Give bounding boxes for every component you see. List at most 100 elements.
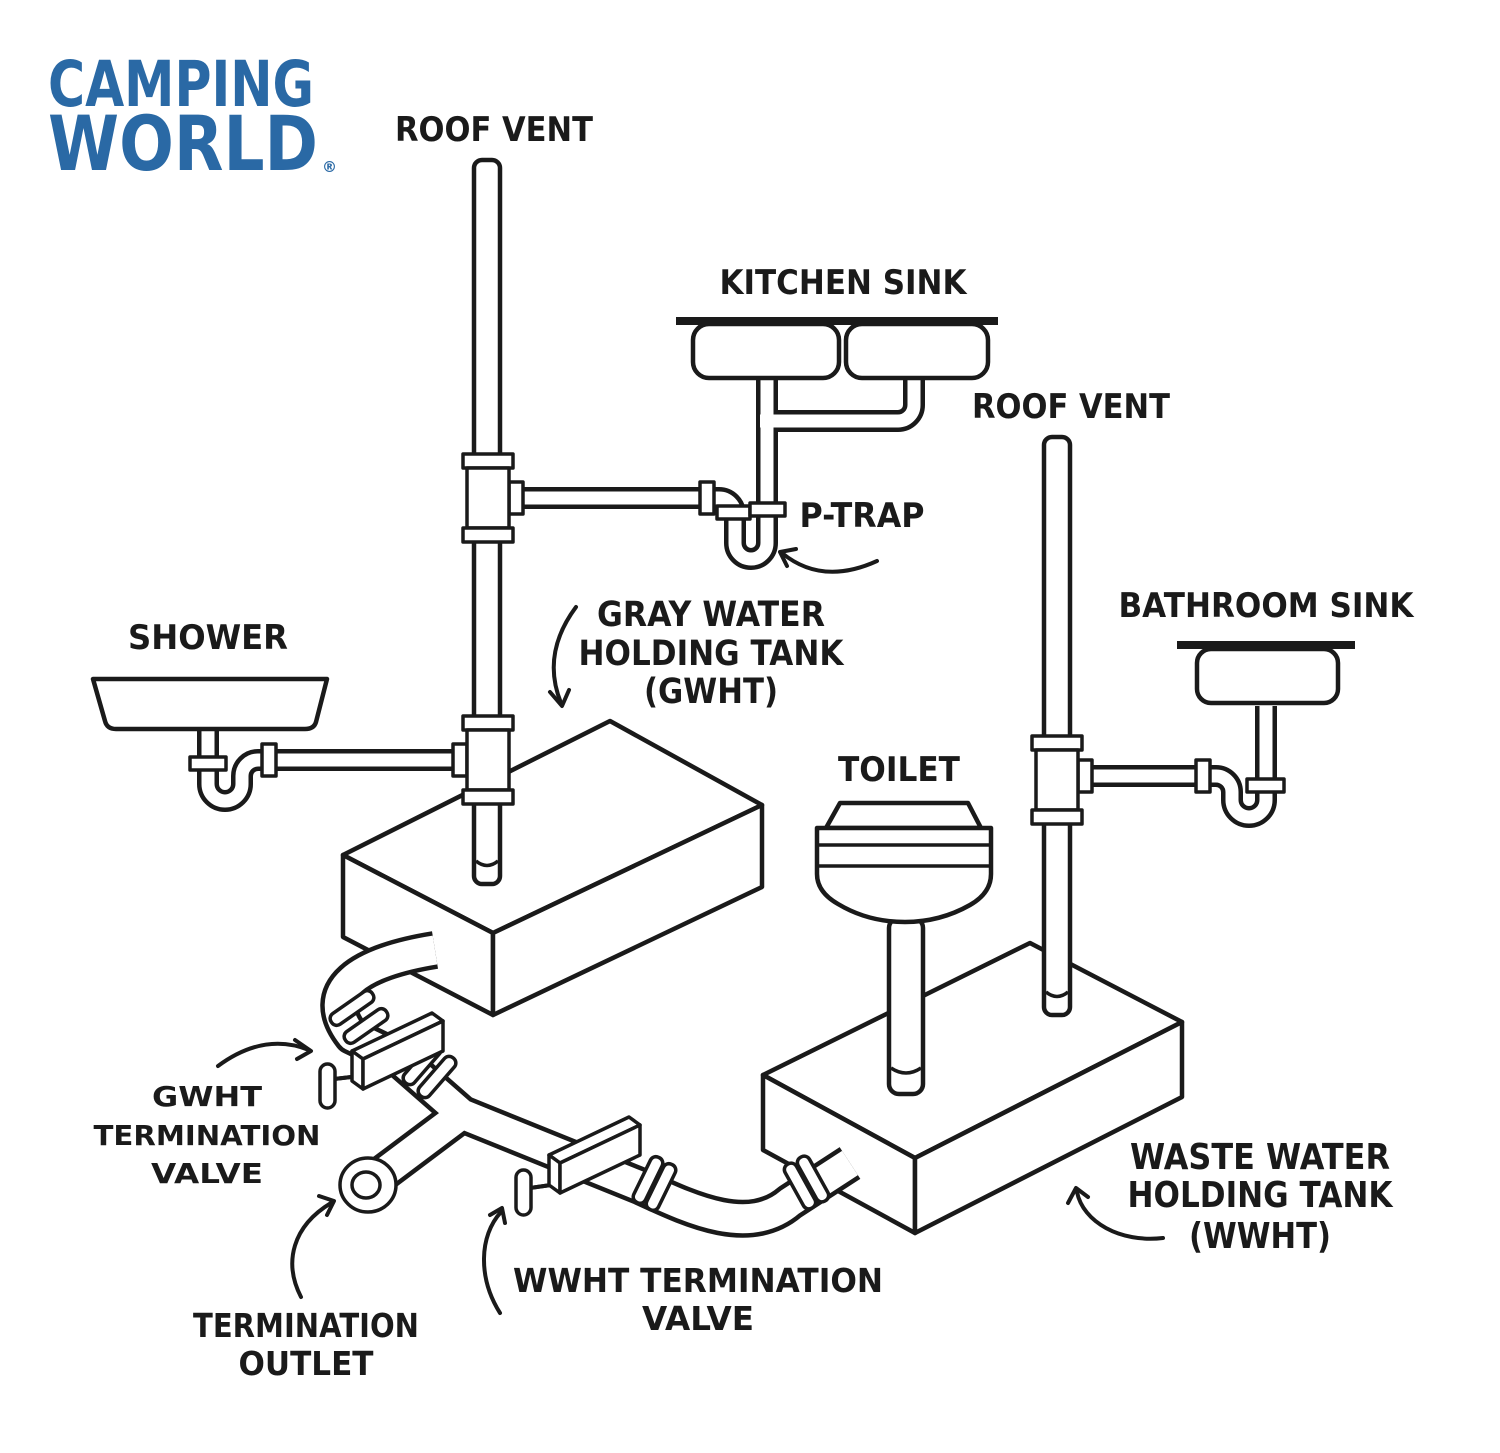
right-roof-vent-pipe	[1041, 434, 1073, 1018]
wwht-front-face	[912, 1019, 1185, 1236]
left-vent-cap-seam	[474, 859, 500, 868]
gwht-valve-arrow	[216, 1041, 311, 1068]
shower-trap-nut	[188, 755, 228, 772]
logo-line1: CAMPING	[48, 48, 314, 121]
hub-ring	[644, 1161, 678, 1213]
tee-body	[465, 466, 511, 530]
bathroom-bowl	[1194, 646, 1341, 706]
outlet-bell-bore	[350, 1170, 382, 1200]
gwht-front-face	[490, 802, 765, 1018]
label-wwht-line3: (WWHT)	[1189, 1216, 1331, 1257]
bathroom-sink	[1177, 641, 1355, 706]
right-vent-tee	[1030, 734, 1094, 826]
label-roof-vent-left: ROOF VENT	[395, 110, 594, 150]
shower-drain-assembly	[188, 726, 470, 812]
left-vent-lower-tee	[451, 714, 515, 806]
right-vent-cap-seam	[1044, 990, 1070, 999]
bathroom-trap-nut	[1245, 777, 1286, 794]
label-wwht-line1: WASTE WATER	[1130, 1137, 1390, 1178]
label-p-trap: P-TRAP	[800, 496, 925, 536]
kitchen-ptrap	[509, 491, 774, 566]
wwht-valve-arrow	[482, 1210, 503, 1315]
callout-arrows	[216, 547, 1165, 1315]
valve-handle	[318, 1062, 337, 1110]
gray-water-holding-tank	[340, 718, 765, 1018]
tee-collar-bottom	[1030, 808, 1084, 826]
termination-outlet	[338, 1156, 398, 1214]
p-trap-arrowhead	[778, 547, 798, 568]
wwht-termination-valve	[514, 1115, 642, 1217]
kitchen-drain-assembly	[509, 378, 925, 570]
tee-branch-socket	[1076, 758, 1094, 794]
bathroom-drain-assembly	[1089, 706, 1286, 828]
kitchen-trap-nut-right	[748, 501, 787, 518]
gwht-arrow	[551, 605, 578, 705]
valve-plate-front	[558, 1123, 642, 1195]
label-outlet-line1: TERMINATION	[193, 1306, 419, 1345]
label-shower: SHOWER	[128, 618, 288, 658]
gwht-termination-valve	[318, 1011, 445, 1110]
camping-world-logo: CAMPING WORLD ®	[48, 48, 337, 188]
tee-branch-socket	[507, 480, 525, 516]
label-wwht-tank: WASTE WATER HOLDING TANK (WWHT)	[1128, 1137, 1394, 1257]
shower-pan	[90, 676, 330, 732]
label-toilet: TOILET	[838, 750, 961, 790]
tee-collar-bottom	[461, 526, 515, 544]
label-outlet-line2: OUTLET	[239, 1344, 374, 1383]
waste-water-holding-tank	[760, 940, 1185, 1236]
label-wwht-valve-line1: WWHT TERMINATION	[513, 1261, 883, 1300]
outlet-branch-pipe	[373, 1102, 471, 1186]
toilet-body	[814, 825, 994, 925]
p-trap-arrow	[780, 551, 879, 574]
hub-ring	[342, 1006, 390, 1046]
tee-collar-top	[461, 452, 515, 470]
kitchen-bowl-right	[843, 321, 991, 381]
logo-line2: WORLD	[48, 99, 318, 188]
toilet-drain-pipe	[886, 915, 926, 1097]
pipe-hub-rings	[328, 988, 831, 1213]
toilet-drain-cap-seam	[890, 1066, 922, 1075]
tee-collar-bottom	[461, 788, 515, 806]
tee-body	[1034, 748, 1080, 812]
label-gwht-tank: GRAY WATER HOLDING TANK (GWHT)	[579, 595, 846, 712]
kitchen-counter	[676, 317, 998, 325]
label-wwht-valve-line2: VALVE	[642, 1299, 754, 1338]
label-wwht-valve: WWHT TERMINATION VALVE	[513, 1261, 883, 1338]
wwht-tank-arrow	[1075, 1190, 1165, 1241]
tee-collar-top	[461, 714, 515, 732]
label-gwht-valve-line1: GWHT	[152, 1080, 262, 1113]
outlet-arrow	[290, 1201, 333, 1299]
kitchen-pipe-collar	[698, 480, 716, 516]
label-bathroom-sink: BATHROOM SINK	[1119, 586, 1416, 626]
kitchen-trap-nut-left	[715, 504, 752, 521]
bathroom-counter	[1177, 641, 1355, 649]
tee-collar-top	[1030, 734, 1084, 752]
label-roof-vent-right: ROOF VENT	[972, 387, 1171, 427]
label-termination-outlet: TERMINATION OUTLET	[193, 1306, 419, 1383]
tee-body	[465, 728, 511, 792]
valve-handle	[514, 1168, 533, 1217]
kitchen-bowl-left	[690, 321, 842, 381]
kitchen-right-drain	[760, 378, 921, 428]
hub-ring	[328, 988, 376, 1028]
wwht-tank-arrowhead	[1066, 1186, 1090, 1205]
wwht-valve-arrowhead	[488, 1206, 507, 1225]
hub-ring	[782, 1161, 818, 1211]
hub-ring	[631, 1154, 665, 1206]
toilet-lid	[823, 800, 984, 831]
label-gwht-valve: GWHT TERMINATION VALVE	[94, 1080, 321, 1190]
label-gwht-valve-line2: TERMINATION	[94, 1119, 321, 1152]
label-wwht-line2: HOLDING TANK	[1128, 1175, 1394, 1216]
label-gwht-line1: GRAY WATER	[597, 595, 825, 635]
label-gwht-line3: (GWHT)	[644, 672, 778, 712]
gwht-valve-arrowhead	[293, 1038, 313, 1061]
gwht-arrowhead	[548, 688, 571, 708]
logo-registered-mark: ®	[322, 158, 337, 176]
label-kitchen-sink: KITCHEN SINK	[720, 263, 968, 303]
kitchen-sink	[676, 317, 998, 381]
tee-branch-socket	[451, 742, 469, 778]
label-gwht-valve-line3: VALVE	[151, 1157, 263, 1190]
outlet-arrowhead	[317, 1194, 336, 1217]
